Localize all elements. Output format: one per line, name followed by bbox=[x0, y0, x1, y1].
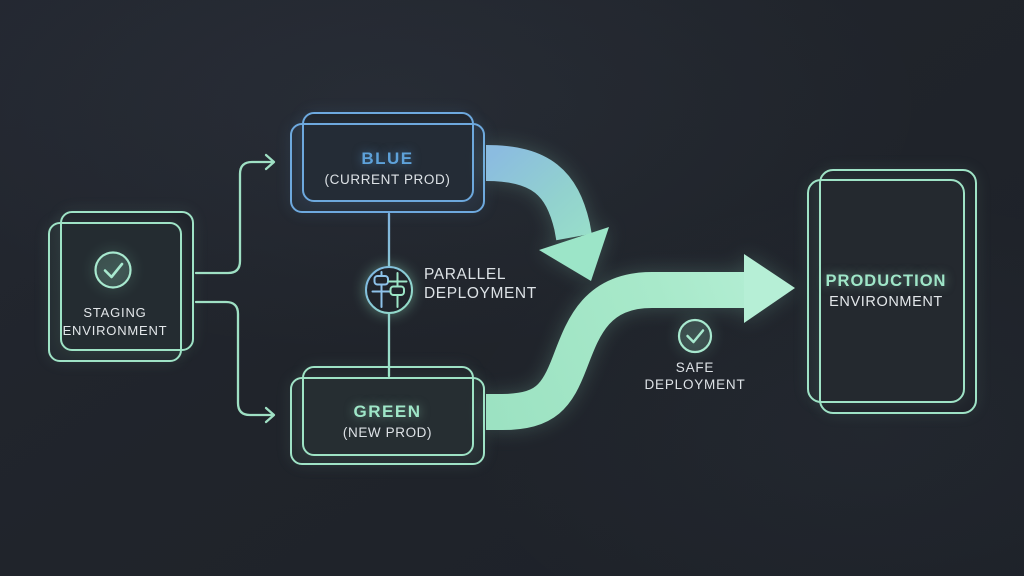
blue-node-title: BLUE bbox=[361, 148, 414, 168]
production-node: PRODUCTION ENVIRONMENT bbox=[807, 179, 965, 403]
green-node-title: GREEN bbox=[353, 401, 422, 421]
safe-check-circle-icon bbox=[677, 318, 713, 354]
staging-to-blue-connector bbox=[194, 153, 276, 275]
green-node-subtitle: (NEW PROD) bbox=[342, 424, 433, 440]
sliders-icon bbox=[365, 266, 413, 314]
blue-cutover-arrow bbox=[485, 145, 609, 281]
green-card-back bbox=[302, 366, 474, 456]
arrowhead-icon bbox=[539, 227, 609, 281]
parallel-deployment-line1: PARALLEL bbox=[424, 266, 507, 283]
production-card-back bbox=[819, 169, 977, 414]
green-node: GREEN (NEW PROD) bbox=[290, 377, 485, 465]
arrowhead-icon bbox=[744, 254, 795, 323]
blue-card-back bbox=[302, 112, 474, 202]
production-node-subtitle: ENVIRONMENT bbox=[829, 294, 943, 310]
staging-label-line1: STAGING bbox=[83, 305, 147, 320]
safe-deployment-line2: DEPLOYMENT bbox=[644, 377, 746, 392]
production-node-title: PRODUCTION bbox=[825, 272, 947, 290]
safe-deployment-label: SAFE DEPLOYMENT bbox=[625, 359, 765, 393]
staging-label-line2: ENVIRONMENT bbox=[62, 322, 168, 338]
parallel-deployment-line2: DEPLOYMENT bbox=[424, 285, 537, 302]
arrowhead-icon bbox=[264, 406, 276, 424]
staging-to-green-connector bbox=[194, 300, 276, 424]
safe-deployment-line1: SAFE bbox=[675, 360, 715, 375]
staging-node: STAGING ENVIRONMENT bbox=[48, 222, 182, 362]
blue-node: BLUE (CURRENT PROD) bbox=[290, 123, 485, 213]
blue-node-subtitle: (CURRENT PROD) bbox=[324, 171, 451, 187]
parallel-deployment-label: PARALLEL DEPLOYMENT bbox=[424, 265, 537, 303]
arrowhead-icon bbox=[264, 153, 276, 171]
staging-label: STAGING ENVIRONMENT bbox=[50, 304, 180, 339]
